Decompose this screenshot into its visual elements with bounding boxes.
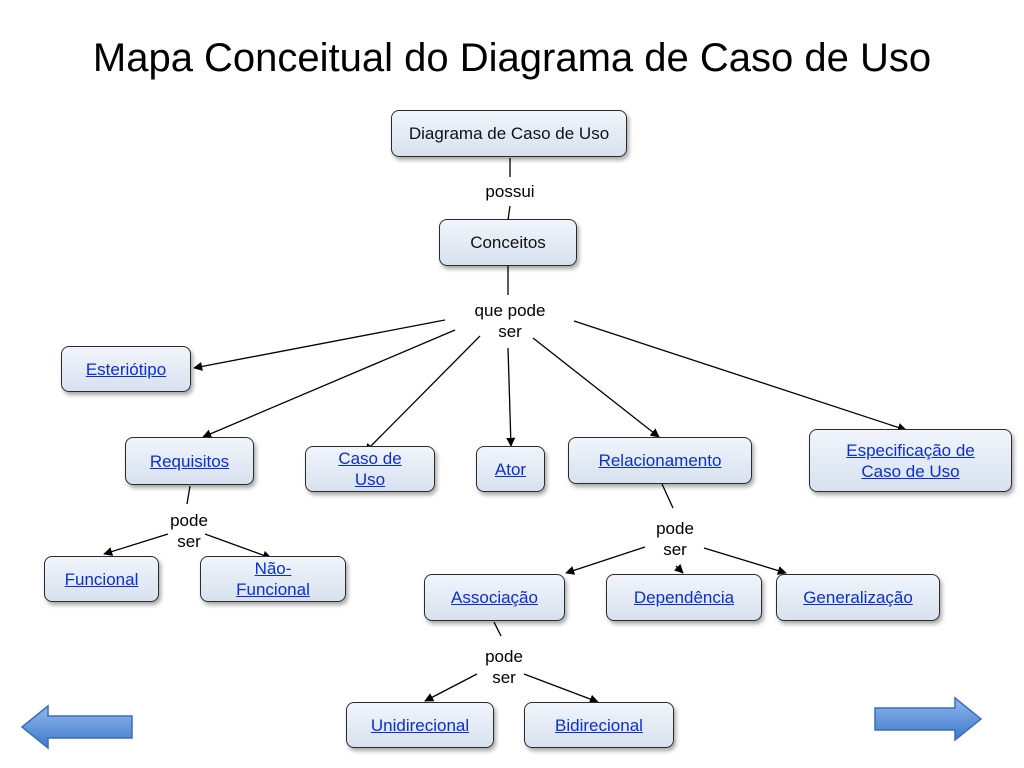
line-requisitos-podeser [186,485,191,505]
arrow-to-relacionamento [532,337,660,438]
link-label-que-pode-ser: que pode ser [474,301,546,341]
arrow-to-ator [506,347,516,447]
link-label-requisitos-pode-ser: pode ser [170,511,208,551]
node-label[interactable]: Dependência [633,588,735,607]
arrow-to-bidirecional [523,673,599,704]
arrow-to-dependencia [673,563,684,574]
node-label[interactable]: Relacionamento [598,451,722,470]
node-generalizacao[interactable]: Generalização [776,574,940,621]
node-unidirecional[interactable]: Unidirecional [346,702,494,748]
arrow-to-nao-funcional [204,533,272,560]
node-label[interactable]: Associação [451,588,538,607]
node-dependencia[interactable]: Dependência [606,574,762,621]
node-label[interactable]: Esteriótipo [85,359,167,379]
link-label-possui: possui [478,181,542,202]
node-funcional[interactable]: Funcional [44,556,159,602]
node-label[interactable]: Bidirecional [555,715,643,735]
link-label-relacionamento-pode-ser: pode ser [656,519,694,559]
node-label[interactable]: Unidirecional [370,715,470,735]
node-requisitos[interactable]: Requisitos [125,437,254,485]
node-label: Conceitos [470,233,546,252]
node-caso-de-uso[interactable]: Caso de Uso [305,446,435,492]
node-label[interactable]: Especificação de Caso de Uso [846,440,975,481]
left-arrow-icon[interactable] [20,704,136,750]
node-ator[interactable]: Ator [476,446,545,492]
node-label[interactable]: Funcional [64,569,139,589]
node-diagrama-de-caso-de-uso: Diagrama de Caso de Uso [391,110,627,157]
link-label-associacao-pode-ser: pode ser [485,647,523,687]
arrow-to-caso-de-uso [364,335,481,453]
node-bidirecional[interactable]: Bidirecional [524,702,674,748]
node-associacao[interactable]: Associação [424,574,565,621]
arrow-to-associacao [565,546,646,575]
arrow-to-esteriotipo [193,319,446,371]
arrow-to-generalizacao [703,547,787,575]
node-especificacao-de-caso-de-uso[interactable]: Especificação de Caso de Uso [809,429,1012,492]
node-label[interactable]: Ator [494,459,527,479]
arrow-to-funcional [103,533,169,556]
line-possui-conceitos [507,205,511,221]
arrow-to-especificacao [573,320,907,432]
arrow-to-requisitos [202,329,456,438]
node-label[interactable]: Generalização [803,588,913,607]
node-conceitos: Conceitos [439,219,577,266]
node-label[interactable]: Caso de Uso [338,449,402,489]
line-relacionamento-podeser [661,483,674,509]
node-label: Diagrama de Caso de Uso [408,124,610,143]
node-label[interactable]: Requisitos [149,451,230,471]
node-label[interactable]: Não-Funcional [236,559,310,599]
slide-title: Mapa Conceitual do Diagrama de Caso de U… [92,36,932,80]
line-associacao-podeser [493,621,502,637]
right-arrow-icon[interactable] [873,696,983,742]
node-nao-funcional[interactable]: Não-Funcional [200,556,346,602]
node-esteriotipo[interactable]: Esteriótipo [61,346,191,392]
node-relacionamento[interactable]: Relacionamento [568,437,752,484]
arrow-to-unidirecional [424,673,478,702]
